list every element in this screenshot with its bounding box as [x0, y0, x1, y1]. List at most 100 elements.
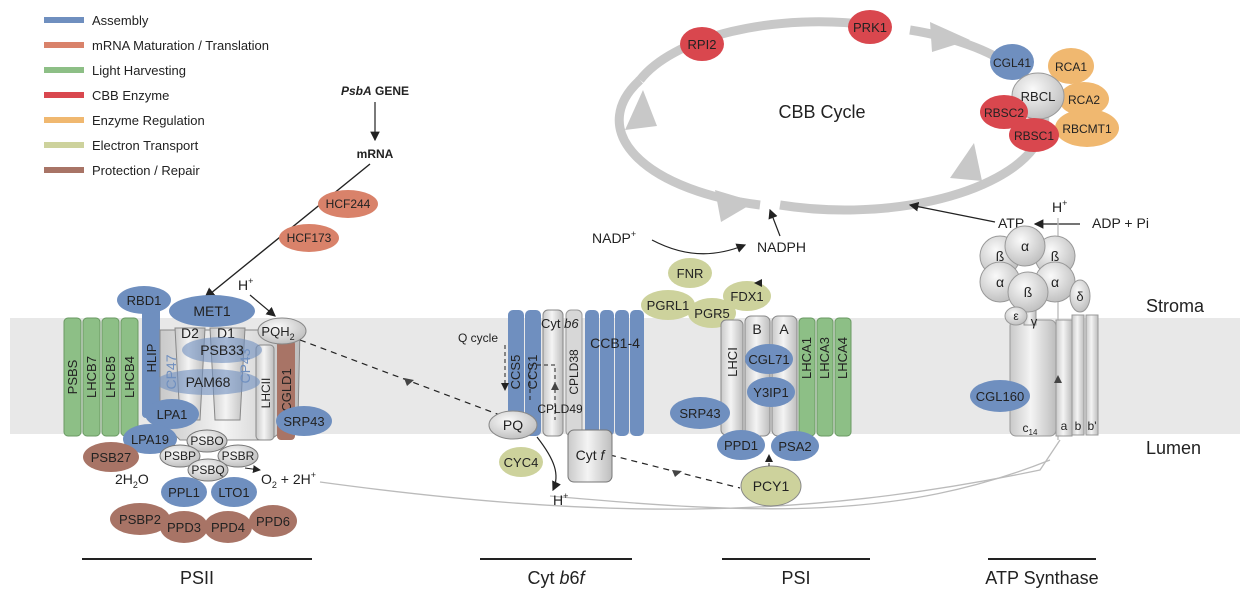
lto1-node [211, 477, 257, 507]
y3ip1-label: Y3IP1 [753, 385, 788, 400]
pam68-node [156, 369, 260, 395]
atp-alpha-label: α [1051, 274, 1059, 290]
psb27-node [83, 442, 139, 472]
b-subunit-label: b [1075, 419, 1082, 433]
delta-label: δ [1076, 289, 1083, 304]
psab-label: B [752, 321, 761, 337]
met1-node [169, 295, 255, 327]
legend-swatch [44, 42, 84, 48]
hcf173-node [279, 224, 339, 252]
cyt-ccs1-bar [525, 310, 541, 436]
lhca-bar [834, 317, 852, 437]
rpi2-label: RPI2 [688, 37, 717, 52]
psii-lhc-bar [82, 317, 101, 437]
psbr-label: PSBR [222, 449, 255, 463]
cpld49-label: CPLD49 [537, 402, 583, 416]
pcy1-node [740, 465, 802, 507]
psbo-label: PSBO [190, 434, 223, 448]
legend-swatch [44, 117, 84, 123]
lhci-label: LHCI [725, 347, 740, 377]
ppl1-label: PPL1 [168, 485, 200, 500]
hcf173-label: HCF173 [287, 231, 332, 245]
ppd3-label: PPD3 [167, 520, 201, 535]
cpld38-label: CPLD38 [567, 349, 581, 395]
lhca-label: LHCA3 [817, 337, 832, 379]
delta-subunit [1069, 279, 1091, 313]
psii-lhc-bar [63, 317, 82, 437]
cyt-f-label: Cyt f [576, 447, 607, 463]
cyt-f-box [567, 429, 613, 483]
psb33-node [182, 337, 262, 363]
psii-hplus: H+ [238, 276, 253, 293]
ppd6-label: PPD6 [256, 514, 290, 529]
ppl1-node [161, 477, 207, 507]
cyt-ccs1-label: CCS1 [525, 355, 540, 390]
d1-label: D1 [217, 325, 235, 341]
psii-lhc-label: LHCB5 [103, 356, 118, 398]
rbsc2-label: RBSC2 [984, 106, 1024, 120]
pqh2-to-pq-arrow [299, 339, 501, 416]
pq-label: PQ [503, 417, 523, 433]
psbq-label: PSBQ [191, 463, 224, 477]
hlip-label: HLIP [144, 344, 159, 373]
cgl160-node [970, 380, 1030, 412]
lto1-label: LTO1 [218, 485, 249, 500]
fdx1-node [723, 281, 771, 311]
d2-label: D2 [181, 325, 199, 341]
hlip-bar [142, 290, 160, 418]
bprime-subunit-label: b' [1088, 419, 1097, 433]
c14-label: c14 [1023, 421, 1038, 437]
cgl71-label: CGL71 [748, 352, 789, 367]
pqh2-node [257, 317, 307, 345]
hcf244-label: HCF244 [326, 197, 371, 211]
psii-lhc-label: LHCB4 [122, 356, 137, 398]
mrna-label: mRNA [357, 147, 394, 161]
legend-swatch [44, 167, 84, 173]
legend-label: CBB Enzyme [92, 88, 169, 103]
cyt-ccs5-label: CCS5 [508, 355, 523, 390]
legend-label: Light Harvesting [92, 63, 186, 78]
cgld1-label: CGLD1 [279, 368, 294, 411]
lhca-label: LHCA4 [835, 337, 850, 379]
srp43-psii-label: SRP43 [283, 414, 324, 429]
ccb-bar [600, 310, 614, 436]
psbp-label: PSBP [164, 449, 196, 463]
cyc4-node [499, 447, 543, 477]
atp-hplus: H+ [1052, 198, 1067, 215]
cgl41-label: CGL41 [993, 56, 1031, 70]
cgl71-node [745, 344, 793, 374]
gamma-label: γ [1031, 314, 1038, 329]
rpi2-node [680, 27, 724, 61]
psbr-node [217, 444, 259, 468]
rca1-label: RCA1 [1055, 60, 1087, 74]
fnr-node [668, 258, 712, 288]
cyt-b6-label: Cyt b6 [541, 316, 579, 331]
psaa-label: A [779, 321, 789, 337]
cgl160-label: CGL160 [976, 389, 1024, 404]
rbcl-label: RBCL [1021, 89, 1056, 104]
legend-swatch [44, 92, 84, 98]
psbp2-label: PSBP2 [119, 512, 161, 527]
atp-beta-label: ß [1051, 248, 1060, 264]
fdx1-label: FDX1 [730, 289, 763, 304]
met1-label: MET1 [193, 303, 231, 319]
rbd1-label: RBD1 [127, 293, 162, 308]
rca2-label: RCA2 [1068, 93, 1100, 107]
cbb-cycle-title: CBB Cycle [778, 102, 865, 122]
legend-label: Protection / Repair [92, 163, 200, 178]
lpa19-node [123, 424, 177, 454]
psb27-label: PSB27 [91, 450, 131, 465]
pgr5-label: PGR5 [694, 306, 729, 321]
oxygen-label: O2 + 2H+ [261, 470, 316, 490]
y3ip1-node [747, 377, 795, 407]
rbsc1-label: RBSC1 [1014, 129, 1054, 143]
qcycle-label: Q cycle [458, 331, 498, 345]
ppd4-node [204, 511, 252, 543]
srp43-psii-node [276, 406, 332, 436]
ccb-bar [585, 310, 599, 436]
psa2-label: PSA2 [778, 439, 811, 454]
atp-alpha-subunit [1004, 225, 1046, 267]
